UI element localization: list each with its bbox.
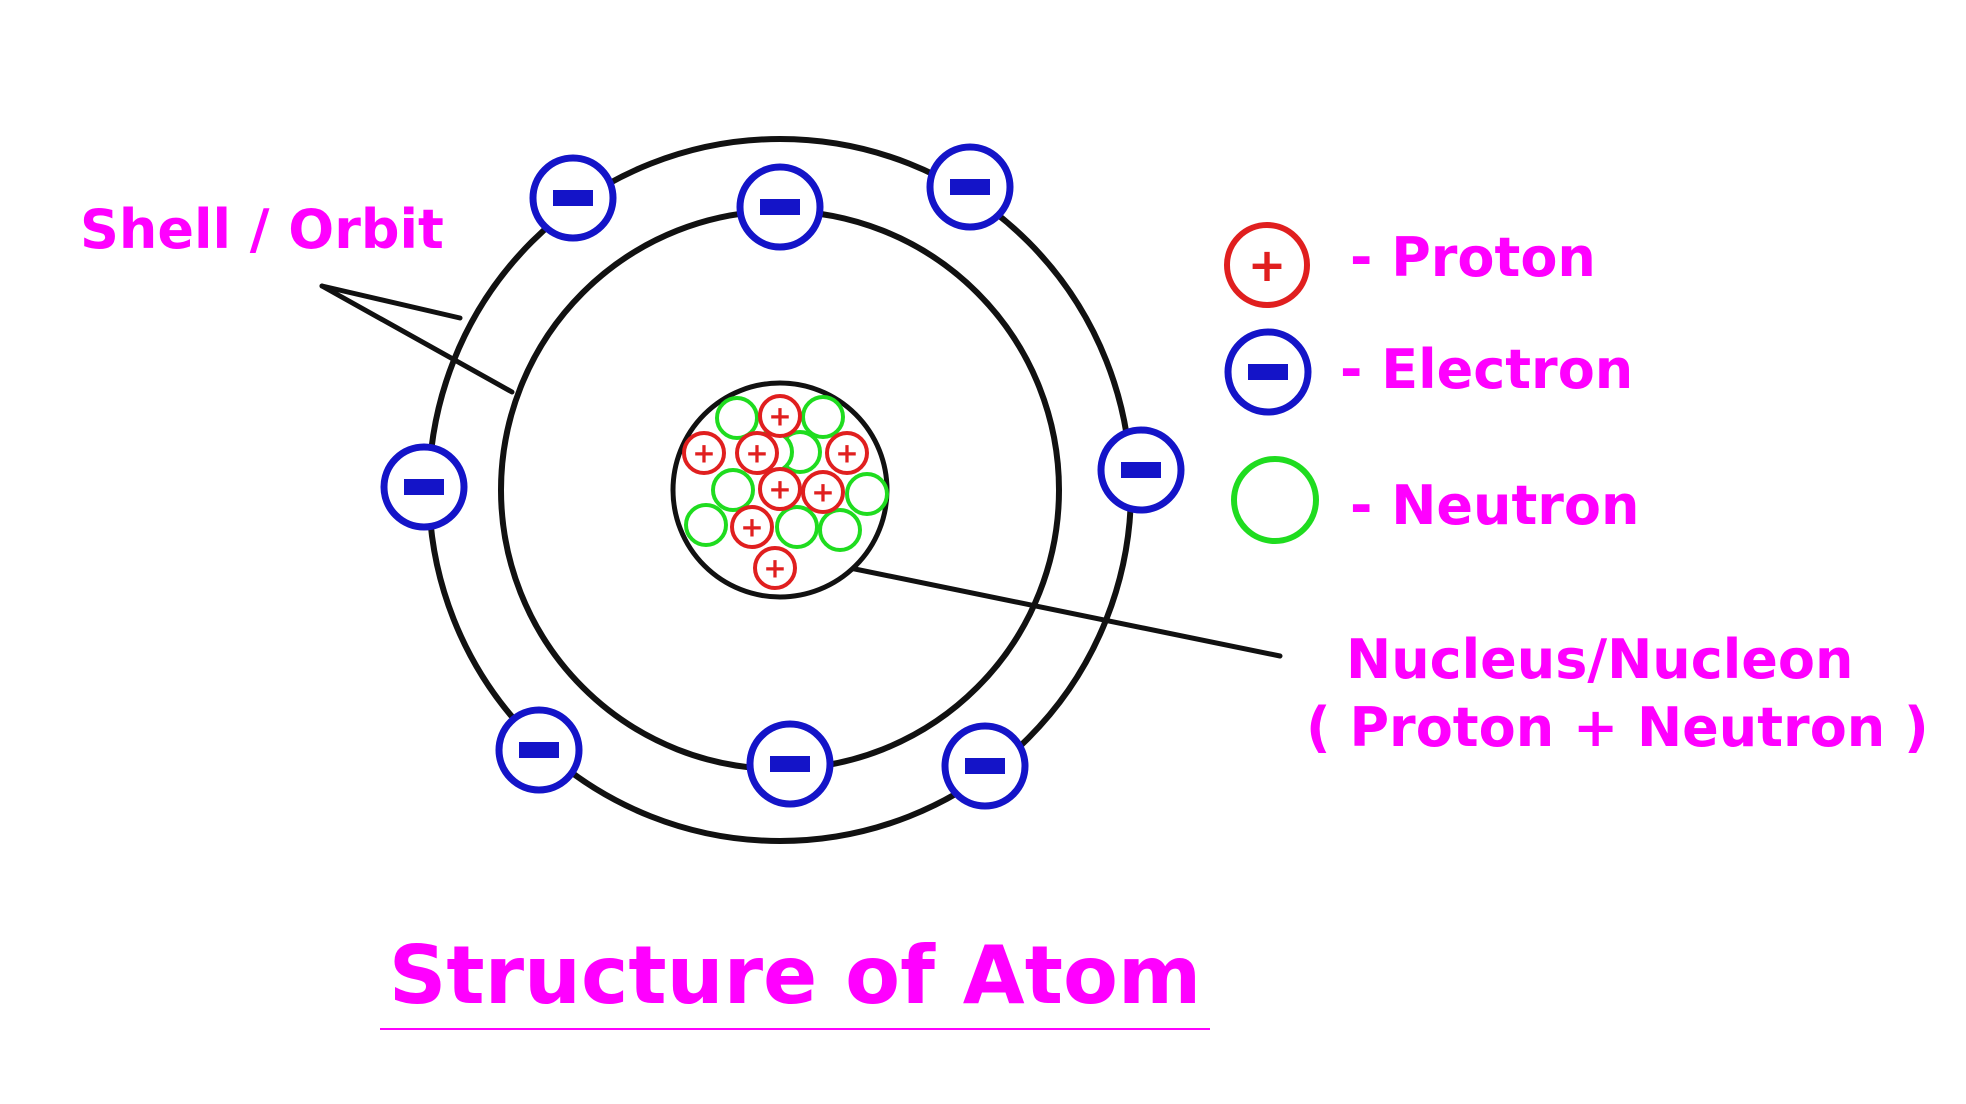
nucleus-proton-7-plus-sign: + xyxy=(740,511,763,544)
nucleus-proton-3-plus-sign: + xyxy=(745,437,768,470)
nucleus-label: Nucleus/Nucleon xyxy=(1346,628,1854,691)
nucleus-proton-8 xyxy=(753,546,797,590)
nucleus-neutron-8 xyxy=(818,508,862,552)
nucleus-proton-5-plus-sign: + xyxy=(768,473,791,506)
nucleus-neutron-1 xyxy=(715,396,759,440)
outer-shell-electron-1-minus-sign xyxy=(553,190,593,206)
nucleus-neutron-4 xyxy=(711,468,755,512)
nucleus-proton-4-plus-sign: + xyxy=(835,437,858,470)
nucleus-proton-2 xyxy=(682,431,726,475)
nucleus-neutron-7 xyxy=(775,505,819,549)
legend-electron-label: - Electron xyxy=(1340,338,1634,401)
nucleus-pointer-line xyxy=(847,565,1283,659)
shell-pointer-line-outer xyxy=(319,283,463,321)
nucleus-proton-7 xyxy=(730,505,774,549)
shell-pointer-line-inner xyxy=(319,283,515,395)
outer-shell-electron-3-minus-sign xyxy=(404,479,444,495)
title-underline xyxy=(380,1028,1210,1030)
nucleus-proton-1 xyxy=(758,394,802,438)
diagram-title: Structure of Atom xyxy=(388,929,1202,1022)
nucleus-proton-1-plus-sign: + xyxy=(768,400,791,433)
legend-proton-icon xyxy=(1224,222,1310,308)
nucleus-proton-6-plus-sign: + xyxy=(811,476,834,509)
nucleus-proton-6 xyxy=(801,470,845,514)
legend-proton-icon-plus-sign: + xyxy=(1248,238,1287,292)
nucleus-neutron-2 xyxy=(801,395,845,439)
nucleus-proton-2-plus-sign: + xyxy=(692,437,715,470)
legend-electron-icon-minus-sign xyxy=(1248,364,1288,380)
nucleus-proton-3 xyxy=(735,431,779,475)
shell-orbit-label: Shell / Orbit xyxy=(80,198,444,261)
legend-neutron-label: - Neutron xyxy=(1350,474,1640,537)
nucleus-composition-label: ( Proton + Neutron ) xyxy=(1306,696,1929,759)
inner-shell-electron-2-minus-sign xyxy=(770,756,810,772)
outer-shell-electron-5-minus-sign xyxy=(519,742,559,758)
outer-shell-electron-2-minus-sign xyxy=(950,179,990,195)
legend-proton-label: - Proton xyxy=(1350,226,1596,289)
nucleus-neutron-5 xyxy=(845,472,889,516)
outer-shell-electron-4-minus-sign xyxy=(1121,462,1161,478)
nucleus-neutron-6 xyxy=(684,503,728,547)
inner-shell-electron-1-minus-sign xyxy=(760,199,800,215)
nucleus-proton-8-plus-sign: + xyxy=(763,552,786,585)
outer-shell-electron-6-minus-sign xyxy=(965,758,1005,774)
legend-neutron-icon xyxy=(1231,456,1319,544)
nucleus-proton-5 xyxy=(758,467,802,511)
nucleus-proton-4 xyxy=(825,431,869,475)
